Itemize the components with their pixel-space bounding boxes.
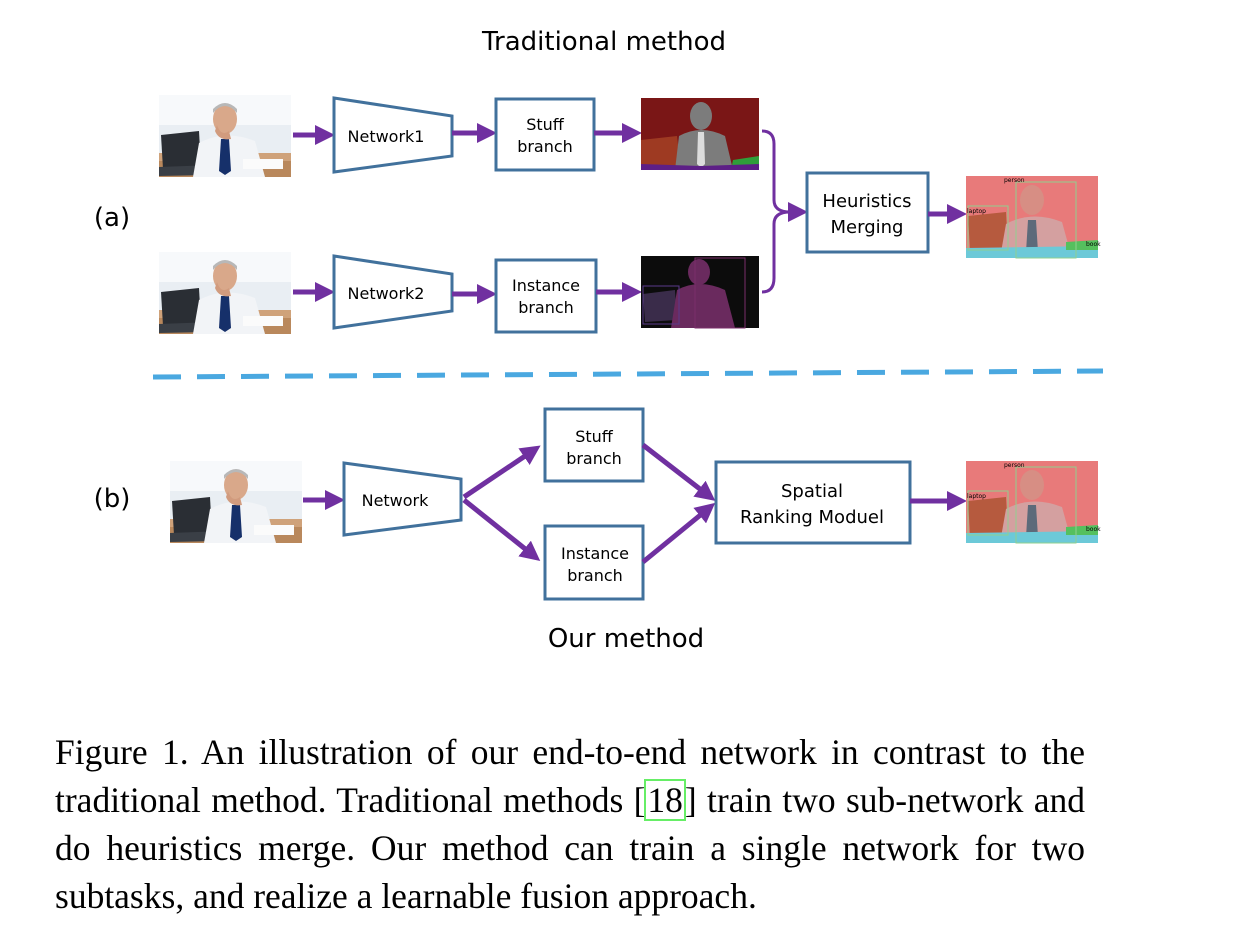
instance-segmentation-output	[640, 255, 760, 329]
panoptic-result-ours	[965, 460, 1099, 544]
heuristics-merging-label-2: Merging	[831, 217, 904, 238]
stuff-branch-box-top	[494, 97, 596, 172]
figure-caption: Figure 1. An illustration of our end-to-…	[55, 728, 1085, 920]
result-ours-label-book: book	[1086, 526, 1101, 533]
input-image-bottom	[159, 252, 291, 334]
spatial-ranking-label-2: Ranking Moduel	[740, 507, 884, 528]
spatial-ranking-module-box	[714, 460, 912, 545]
input-image-top	[159, 95, 291, 177]
stuff-branch-label-ours-1: Stuff	[575, 427, 614, 446]
label-b: (b)	[94, 484, 131, 514]
instance-branch-box-ours	[543, 524, 645, 601]
traditional-method-title: Traditional method	[481, 27, 726, 57]
stuff-branch-label-top-1: Stuff	[526, 115, 565, 134]
instance-branch-label-top-1: Instance	[512, 276, 580, 295]
label-a: (a)	[94, 203, 130, 233]
section-divider	[152, 368, 1104, 380]
caption-text-end: ] train two sub-network and do heuristic…	[55, 780, 1085, 916]
result-ours-label-person: person	[1004, 462, 1025, 469]
stuff-branch-label-ours-2: branch	[566, 449, 622, 468]
heuristics-merging-box	[805, 171, 930, 254]
network-trapezoid	[342, 461, 463, 537]
citation-link[interactable]: 18	[644, 779, 686, 821]
spatial-ranking-label-1: Spatial	[781, 481, 843, 502]
result-top-label-person: person	[1004, 177, 1025, 184]
network-label: Network	[362, 491, 430, 510]
instance-branch-box-top	[494, 258, 598, 334]
input-image-ours	[170, 461, 302, 543]
arrow-stuff-to-ranking	[641, 443, 716, 501]
result-ours-label-laptop: laptop	[967, 493, 986, 500]
network1-trapezoid	[332, 96, 454, 174]
our-method-title: Our method	[548, 624, 704, 654]
panoptic-result-top	[965, 175, 1099, 259]
instance-branch-label-top-2: branch	[518, 298, 574, 317]
instance-branch-label-ours-2: branch	[567, 566, 623, 585]
caption-text-start: Figure 1. An illustration of our end-to-…	[55, 732, 1085, 820]
network2-label: Network2	[348, 284, 425, 303]
method-comparison-diagram: Traditional method (a) (b) Our method Ne…	[94, 27, 1104, 654]
network2-trapezoid	[332, 254, 454, 330]
network1-label: Network1	[348, 127, 425, 146]
instance-branch-label-ours-1: Instance	[561, 544, 629, 563]
arrow-instance-to-ranking	[641, 502, 716, 564]
stuff-branch-box-ours	[543, 407, 645, 483]
merge-brace	[761, 129, 791, 294]
stuff-segmentation-output	[641, 98, 759, 170]
arrow-network-to-stuff	[462, 445, 541, 500]
arrow-network-to-instance	[462, 498, 541, 561]
result-top-label-book: book	[1086, 241, 1101, 248]
stuff-branch-label-top-2: branch	[517, 137, 573, 156]
result-top-label-laptop: laptop	[967, 208, 986, 215]
heuristics-merging-label-1: Heuristics	[822, 191, 911, 212]
